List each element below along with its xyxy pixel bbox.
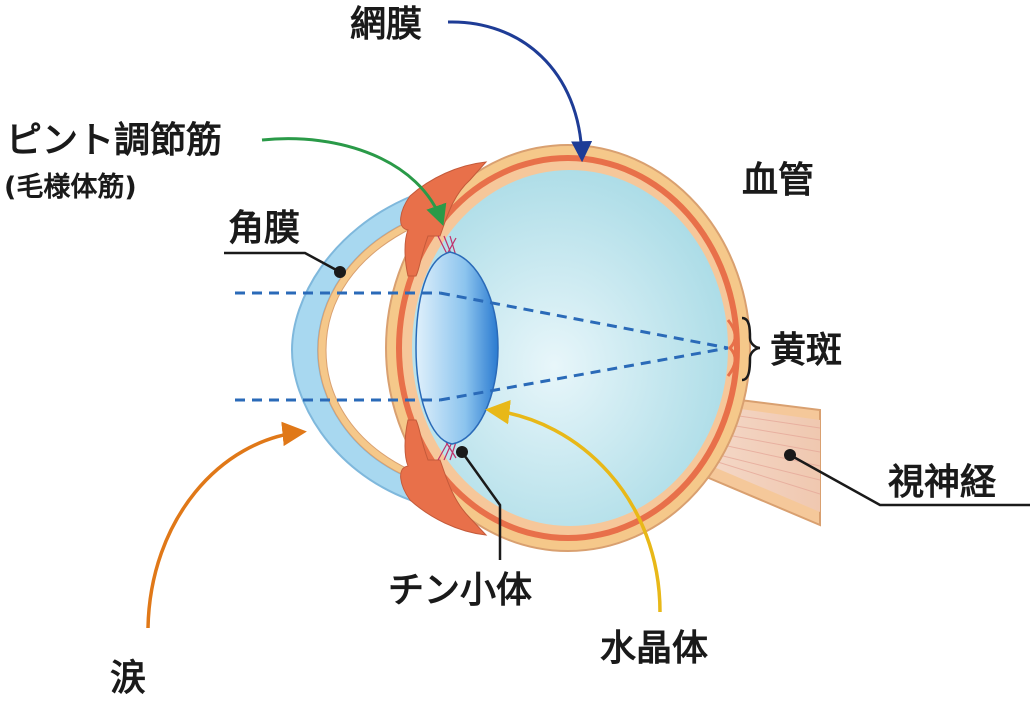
vitreous-body bbox=[412, 170, 728, 526]
ciliary-muscle-sublabel: (毛様体筋) bbox=[4, 171, 137, 203]
ciliary-body-lower bbox=[400, 419, 488, 536]
retina-arrow bbox=[447, 20, 593, 163]
light-rays bbox=[235, 291, 729, 402]
cornea-label: 角膜 bbox=[228, 208, 300, 249]
blood-vessel-label: 血管 bbox=[742, 160, 814, 201]
lens-arrow bbox=[485, 400, 662, 613]
tears-arrow bbox=[146, 421, 307, 629]
ciliary-muscle-label: ピント調節筋 bbox=[6, 120, 222, 161]
macula-pit bbox=[726, 319, 737, 377]
tears-label: 涙 bbox=[110, 657, 146, 699]
ciliary-arrow bbox=[261, 137, 447, 226]
cornea-dot bbox=[334, 266, 346, 278]
lens-label: 水晶体 bbox=[600, 628, 708, 669]
zonule-label: チン小体 bbox=[388, 570, 532, 611]
macula-label: 黄斑 bbox=[770, 330, 842, 371]
leader-lines bbox=[224, 251, 1030, 560]
optic-nerve-dot bbox=[784, 449, 796, 461]
optic-nerve-label: 視神経 bbox=[888, 462, 997, 503]
zonule-dot bbox=[456, 446, 468, 458]
macula-brace bbox=[741, 316, 761, 382]
retina-label: 網膜 bbox=[350, 4, 422, 45]
